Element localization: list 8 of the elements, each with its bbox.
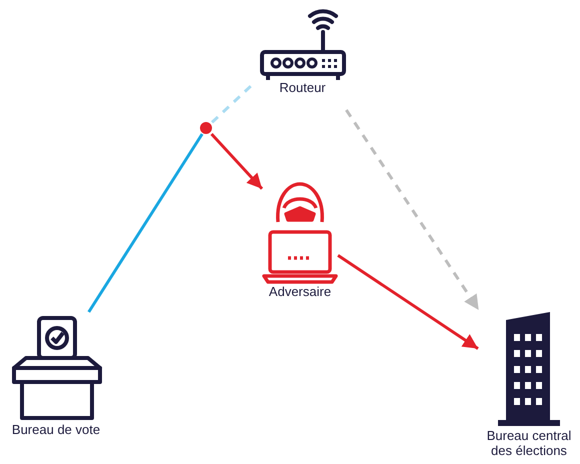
node-label: Adversaire <box>268 284 332 299</box>
node-label: Bureau de vote <box>12 422 100 437</box>
node-label: Routeur <box>279 80 326 95</box>
connector-line <box>88 133 204 313</box>
interception-point <box>200 122 212 134</box>
arrow <box>337 254 479 350</box>
arrow <box>345 109 480 311</box>
arrow <box>210 132 264 190</box>
